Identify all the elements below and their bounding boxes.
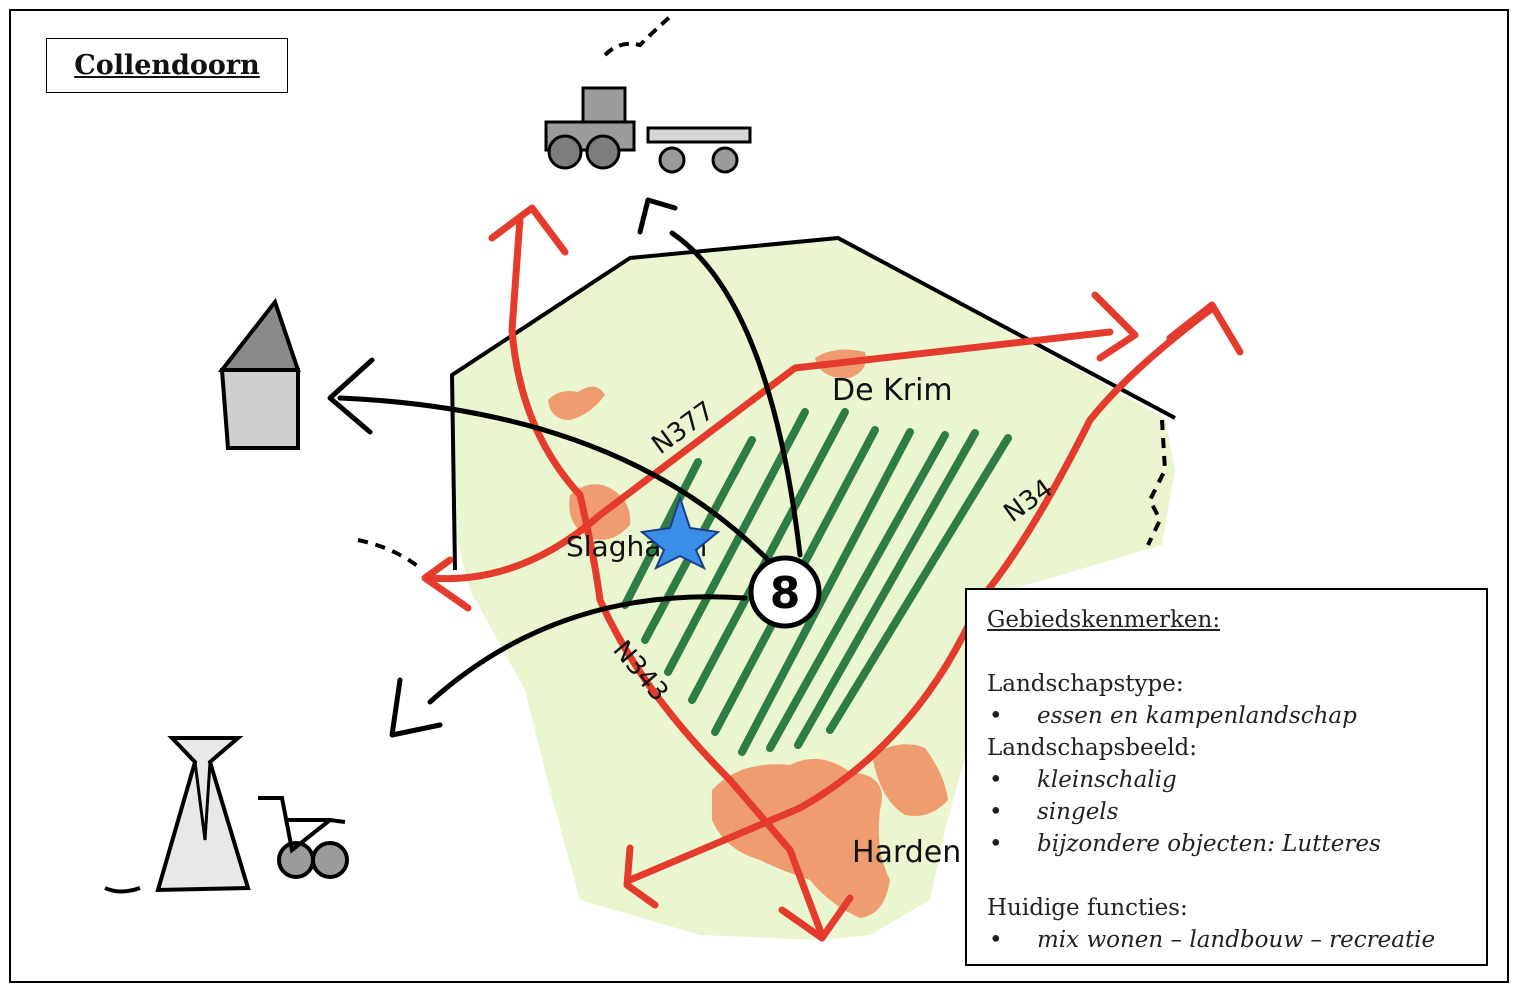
connection-arrows (327, 197, 803, 738)
legend-heading: Gebiedskenmerken: (987, 607, 1221, 633)
bicycle-icon (258, 796, 349, 879)
tent-icon (104, 736, 251, 894)
title-box: Collendoorn (46, 38, 288, 93)
blue-star-icon (639, 494, 721, 571)
legend-item: essen en kampenlandschap (987, 700, 1468, 732)
legend-item: bijzondere objecten: Lutteres (987, 828, 1468, 860)
road-arrows (421, 204, 1244, 942)
region-border-dashed-west (357, 538, 422, 570)
place-label-harden: Harden (852, 835, 961, 870)
region-border (450, 236, 1176, 571)
map-title: Collendoorn (74, 50, 260, 81)
place-label-de-krim: De Krim (832, 373, 953, 408)
legend-box: Gebiedskenmerken: Landschapstype: essen … (965, 588, 1488, 966)
legend-functions-label: Huidige functies: (987, 895, 1188, 921)
legend-landscape-type-label: Landschapstype: (987, 671, 1184, 697)
marker-number: 8 (770, 568, 801, 619)
legend-item: mix wonen – landbouw – recreatie (987, 924, 1468, 956)
region-border-dashed (1146, 419, 1168, 546)
legend-item: singels (987, 796, 1468, 828)
location-marker: 8 (748, 555, 822, 629)
tractor-icon (544, 13, 752, 174)
map-frame (9, 9, 1509, 983)
legend-item: kleinschalig (987, 764, 1468, 796)
built-up-areas (548, 349, 948, 918)
legend-landscape-image-label: Landschapsbeeld: (987, 735, 1198, 761)
church-icon (217, 297, 301, 450)
